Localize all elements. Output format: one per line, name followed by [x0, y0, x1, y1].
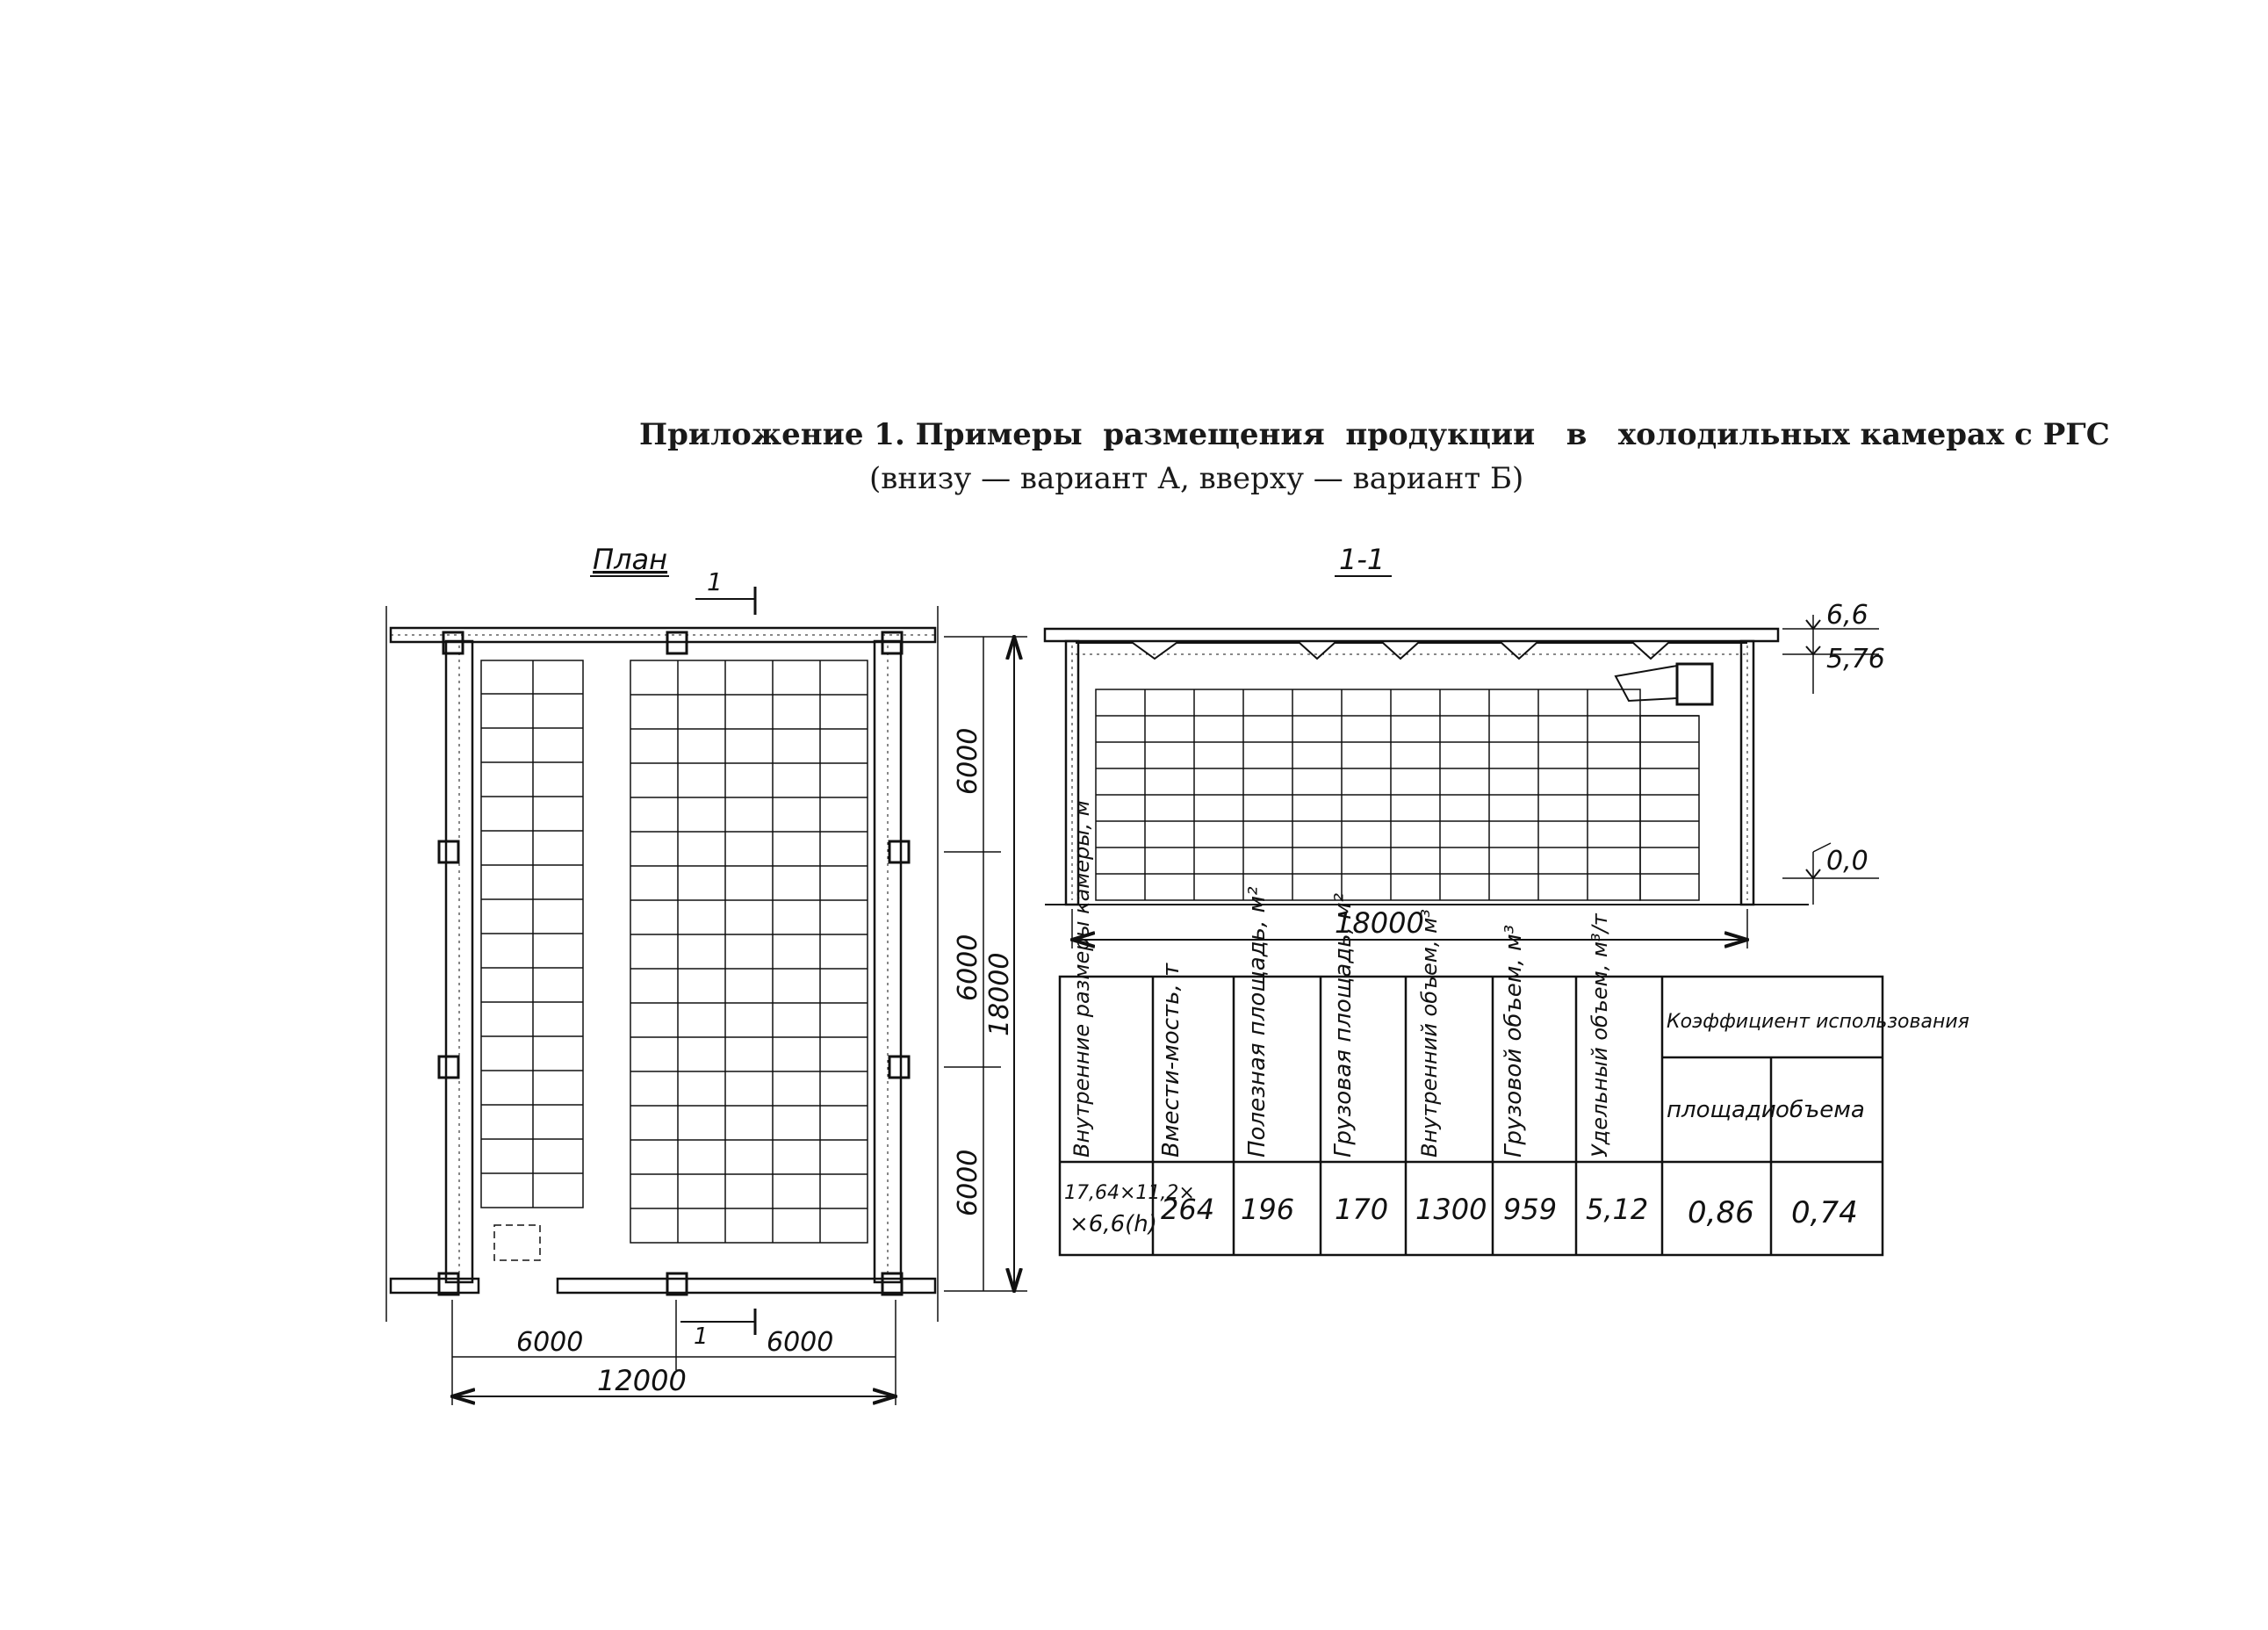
td-cargo-area: 170	[1335, 1193, 1388, 1226]
td-capacity: 264	[1161, 1193, 1214, 1226]
dim-bottom-1: 6000	[516, 1327, 583, 1358]
dim-bottom-total: 12000	[597, 1364, 687, 1397]
section-length: 18000	[1335, 906, 1424, 940]
th-size: Внутренние размеры камеры, м	[1069, 800, 1094, 1158]
th-coefficient: Коэффициент использования	[1667, 1011, 1969, 1033]
th-area: площади	[1667, 1097, 1776, 1123]
section-label: 1-1	[1339, 543, 1385, 576]
section-view: 1-1	[1043, 543, 1879, 948]
plan-pallets-right	[630, 660, 868, 1244]
td-area-coef: 0,86	[1688, 1195, 1754, 1230]
dim-bottom-2: 6000	[767, 1327, 833, 1358]
th-capacity: Вмести-мость, т	[1158, 963, 1184, 1158]
section-mark-top: 1	[707, 567, 723, 596]
dim-right-total: 18000	[984, 953, 1015, 1036]
plan-view: План 1	[385, 543, 1027, 1322]
th-useful-area: Полезная площадь, м²	[1244, 886, 1271, 1158]
th-specific-volume: Удельный объем, м³/т	[1588, 912, 1612, 1158]
th-volume: объема	[1775, 1097, 1865, 1123]
level-floor: 0,0	[1826, 846, 1868, 876]
th-inner-volume: Внутренний объем, м³	[1417, 909, 1442, 1158]
dim-right-2: 6000	[953, 934, 983, 1001]
th-cargo-area: Грузовая площадь, м²	[1330, 893, 1357, 1158]
td-cargo-volume: 959	[1503, 1193, 1557, 1226]
section-mark-bottom: 1	[694, 1323, 709, 1350]
data-table	[1058, 975, 1884, 1257]
plan-pallets-left	[480, 660, 584, 1261]
td-size-2: ×6,6(h)	[1069, 1211, 1157, 1237]
td-specific-volume: 5,12	[1586, 1193, 1648, 1226]
th-cargo-volume: Грузовой объем, м³	[1501, 925, 1527, 1158]
dim-right-1: 6000	[953, 728, 983, 795]
appendix-title: Приложение 1. Примеры размещения продукц…	[639, 417, 2110, 452]
appendix-subtitle: (внизу — вариант А, вверху — вариант Б)	[869, 461, 1524, 496]
plan-label: План	[593, 543, 667, 576]
td-size-1: 17,64×11,2×	[1064, 1182, 1195, 1204]
section-pallets	[1095, 689, 1700, 901]
plan-dims-bottom	[452, 1300, 896, 1405]
level-top: 6,6	[1826, 600, 1868, 631]
level-mid: 5,76	[1826, 644, 1885, 674]
dim-right-3: 6000	[953, 1150, 983, 1216]
td-volume-coef: 0,74	[1791, 1195, 1858, 1230]
td-inner-volume: 1300	[1415, 1193, 1487, 1226]
td-useful-area: 196	[1241, 1193, 1294, 1226]
